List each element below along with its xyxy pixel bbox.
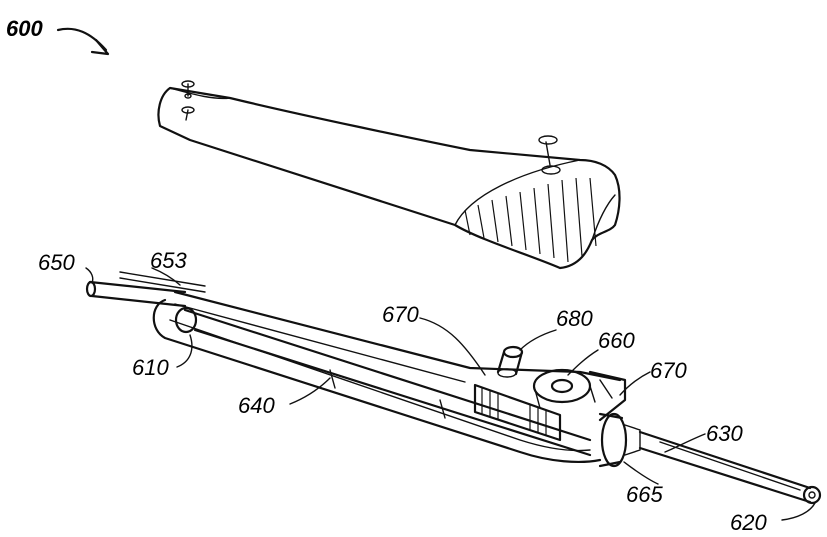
pin-680 bbox=[498, 347, 522, 377]
tip-620 bbox=[804, 487, 820, 503]
label-630: 630 bbox=[706, 421, 743, 446]
leader-lines bbox=[86, 268, 815, 520]
label-660: 660 bbox=[598, 328, 635, 353]
label-653: 653 bbox=[150, 248, 187, 273]
label-680: 680 bbox=[556, 306, 593, 331]
label-600: 600 bbox=[6, 16, 43, 41]
arrowhead-600 bbox=[92, 40, 108, 54]
bar-640 bbox=[185, 310, 590, 455]
label-670-right: 670 bbox=[650, 358, 687, 383]
assembly-body bbox=[87, 272, 820, 503]
label-650: 650 bbox=[38, 250, 75, 275]
housing-cover bbox=[158, 81, 619, 268]
label-670-upper: 670 bbox=[382, 302, 419, 327]
label-665: 665 bbox=[626, 482, 663, 507]
label-640: 640 bbox=[238, 393, 275, 418]
pin-mid-left bbox=[182, 107, 194, 120]
label-610: 610 bbox=[132, 355, 169, 380]
pin-top-right bbox=[539, 136, 560, 174]
reference-arrow-600 bbox=[58, 29, 106, 50]
washer-660 bbox=[534, 370, 595, 408]
label-620: 620 bbox=[730, 510, 767, 535]
collar-665 bbox=[600, 414, 640, 466]
rod-650 bbox=[90, 282, 185, 306]
